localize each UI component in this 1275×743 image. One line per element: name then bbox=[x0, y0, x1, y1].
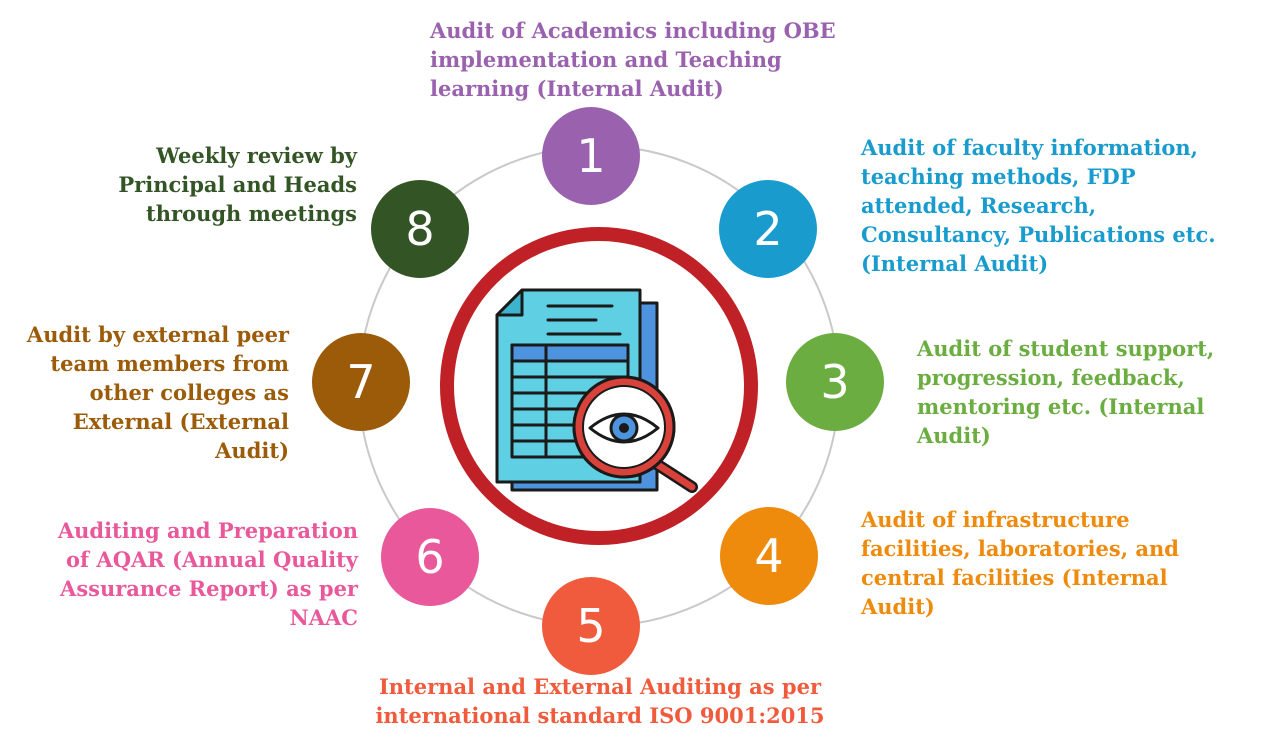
step-3-circle: 3 bbox=[786, 333, 884, 431]
step-8-label: Weekly review by Principal and Heads thr… bbox=[118, 143, 357, 226]
step-6-label: Auditing and Preparation of AQAR (Annual… bbox=[57, 518, 358, 630]
step-4-label: Audit of infrastructure facilities, labo… bbox=[861, 507, 1179, 619]
step-5-number: 5 bbox=[576, 599, 606, 653]
step-1-circle: 1 bbox=[542, 107, 640, 205]
step-7-number: 7 bbox=[346, 355, 376, 409]
step-7-label: Audit by external peer team members from… bbox=[26, 322, 289, 463]
step-1-number: 1 bbox=[576, 129, 606, 183]
step-8-circle: 8 bbox=[371, 180, 469, 278]
document-audit-magnifier-eye-icon bbox=[495, 288, 698, 493]
step-8-number: 8 bbox=[405, 202, 435, 256]
step-4-number: 4 bbox=[754, 529, 784, 583]
step-4-circle: 4 bbox=[720, 507, 818, 605]
step-3-number: 3 bbox=[820, 355, 850, 409]
step-5-label: Internal and External Auditing as per in… bbox=[375, 674, 825, 728]
step-1-label: Audit of Academics including OBE impleme… bbox=[430, 18, 836, 101]
step-2-number: 2 bbox=[753, 202, 783, 256]
step-2-label: Audit of faculty information, teaching m… bbox=[861, 135, 1216, 276]
step-6-number: 6 bbox=[415, 530, 445, 584]
step-5-circle: 5 bbox=[542, 577, 640, 675]
step-3-label: Audit of student support, progression, f… bbox=[917, 336, 1215, 448]
step-2-circle: 2 bbox=[719, 180, 817, 278]
step-6-circle: 6 bbox=[381, 508, 479, 606]
step-7-circle: 7 bbox=[312, 333, 410, 431]
